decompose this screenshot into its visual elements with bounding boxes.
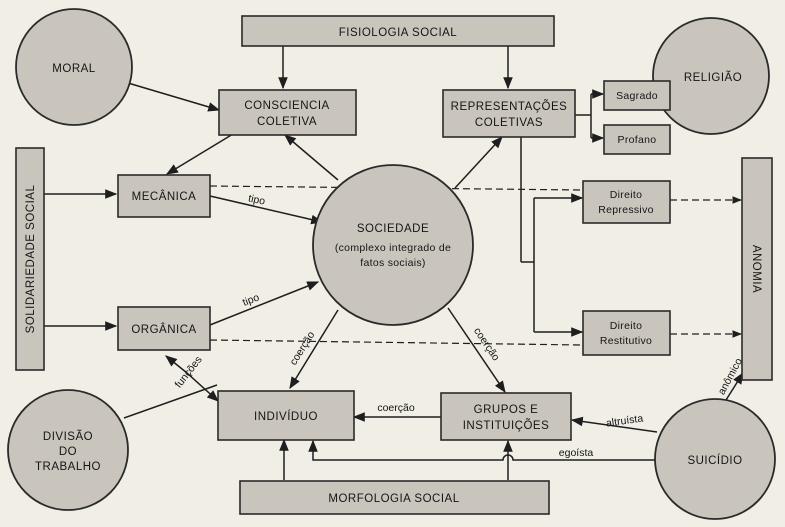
- direito-restitutivo-label-2: Restitutivo: [600, 335, 652, 347]
- edge-label-tipo-bottom: tipo: [241, 292, 261, 309]
- fisiologia-social-node: FISIOLOGIA SOCIAL: [241, 15, 555, 47]
- sociedade-label-2: (complexo integrado de: [335, 242, 451, 254]
- consciencia-coletiva-node: CONSCIENCIA COLETIVA: [218, 89, 357, 136]
- religiao-label: RELIGIÃO: [684, 71, 742, 84]
- solidariedade-social-node: SOLIDARIEDADE SOCIAL: [15, 147, 45, 371]
- direito-repressivo-label-1: Direito: [610, 189, 642, 201]
- edge-dash-organica-restitutivo: [209, 339, 583, 346]
- religiao-node: RELIGIÃO: [652, 17, 770, 135]
- edge-dash-mecanica-repressivo: [209, 185, 583, 191]
- profano-label: Profano: [618, 134, 657, 146]
- suicidio-node: SUICÍDIO: [654, 398, 776, 520]
- edge-label-coercao-left: coerção: [287, 329, 317, 367]
- edge-sociedade-grupos: [447, 307, 506, 393]
- direito-restitutivo-node: Direito Restitutivo: [582, 310, 671, 356]
- edge-label-tipo-top: tipo: [247, 192, 266, 207]
- edge-label-coercao-bottom: coerção: [377, 402, 415, 414]
- divisao-trabalho-node: DIVISÃO DO TRABALHO: [7, 389, 129, 511]
- direito-restitutivo-label-1: Direito: [610, 320, 642, 332]
- sagrado-node: Sagrado: [603, 80, 671, 111]
- nodes: FISIOLOGIA SOCIAL MORAL RELIGIÃO CONSCIE…: [7, 8, 776, 520]
- fisiologia-social-label: FISIOLOGIA SOCIAL: [339, 27, 458, 39]
- solidariedade-label: SOLIDARIEDADE SOCIAL: [25, 185, 37, 334]
- sagrado-label: Sagrado: [616, 90, 658, 102]
- edge-moral-consciencia: [127, 82, 221, 112]
- edge-label-egoista: egoísta: [559, 447, 594, 459]
- edge-sociedade-representacoes: [454, 136, 503, 189]
- edge-suicidio-individuo: [308, 439, 657, 461]
- edge-sociedade-individuo: [289, 309, 339, 390]
- sociedade-label-1: SOCIEDADE: [357, 223, 429, 235]
- representacoes-coletivas-node: REPRESENTAÇÕES COLETIVAS: [442, 89, 576, 138]
- divisao-label-3: TRABALHO: [35, 461, 101, 473]
- edge-consciencia-mecanica: [165, 133, 234, 175]
- consciencia-label-1: CONSCIENCIA: [244, 100, 329, 112]
- organica-label: ORGÂNICA: [131, 323, 196, 336]
- grupos-label-1: GRUPOS E: [474, 404, 539, 416]
- edges: [44, 46, 744, 480]
- edge-mecanica-sociedade: [209, 195, 324, 225]
- mecanica-label: MECÂNICA: [132, 190, 197, 203]
- morfologia-social-label: MORFOLOGIA SOCIAL: [328, 493, 459, 505]
- divisao-label-1: DIVISÃO: [43, 430, 93, 443]
- edge-label-altruista: altruísta: [605, 412, 644, 429]
- representacoes-label-2: COLETIVAS: [475, 117, 543, 129]
- organica-node: ORGÂNICA: [117, 306, 211, 351]
- direito-repressivo-label-2: Repressivo: [598, 204, 654, 216]
- grupos-label-2: INSTITUIÇÕES: [463, 419, 550, 432]
- individuo-label: INDIVÍDUO: [254, 410, 318, 423]
- morfologia-social-node: MORFOLOGIA SOCIAL: [239, 480, 550, 515]
- representacoes-label-1: REPRESENTAÇÕES: [451, 100, 568, 113]
- divisao-label-2: DO: [59, 446, 77, 458]
- direito-repressivo-node: Direito Repressivo: [582, 180, 671, 224]
- anomia-label: ANOMIA: [750, 245, 762, 293]
- sociedade-node: SOCIEDADE (complexo integrado de fatos s…: [312, 164, 474, 326]
- moral-node: MORAL: [15, 8, 133, 126]
- edge-divisao-connector: [123, 384, 218, 419]
- mecanica-node: MECÂNICA: [117, 174, 211, 218]
- edge-sociedade-consciencia: [284, 134, 339, 181]
- edge-divisao-organica: [165, 355, 188, 374]
- grupos-instituicoes-node: GRUPOS E INSTITUIÇÕES: [440, 392, 572, 441]
- anomia-node: ANOMIA: [741, 157, 773, 381]
- individuo-node: INDIVÍDUO: [217, 390, 355, 441]
- edge-organica-sociedade: [209, 281, 320, 326]
- edge-suicidio-grupos: [570, 416, 658, 433]
- consciencia-label-2: COLETIVA: [257, 116, 317, 128]
- edge-divisao-individuo: [186, 372, 219, 402]
- edge-suicidio-anomia: [725, 371, 744, 401]
- profano-node: Profano: [603, 124, 671, 155]
- sociedade-label-3: fatos sociais): [360, 257, 425, 269]
- moral-label: MORAL: [52, 63, 96, 75]
- suicidio-label: SUICÍDIO: [687, 454, 742, 467]
